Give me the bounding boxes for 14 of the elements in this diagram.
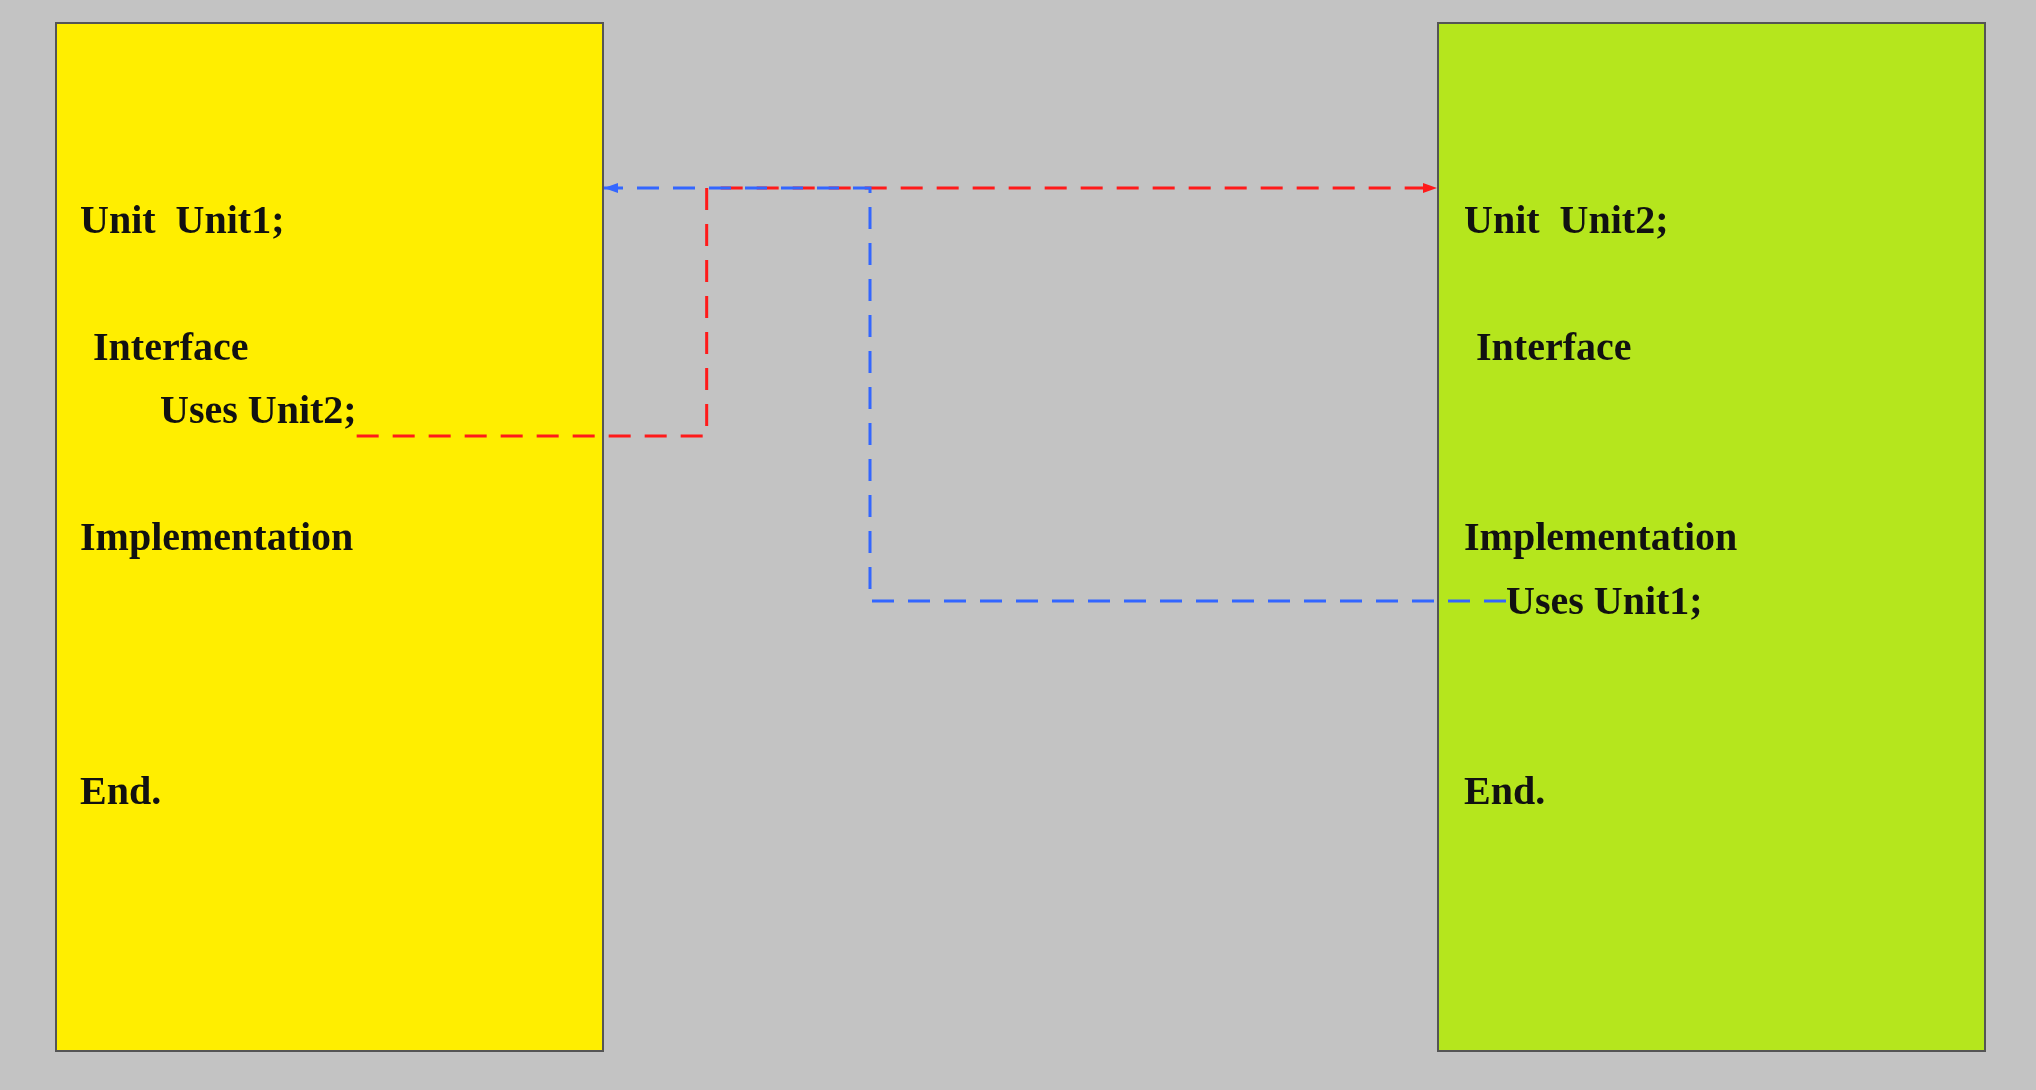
- code-line: Interface: [1476, 325, 1632, 369]
- code-line: Implementation: [80, 515, 354, 559]
- code-line: Uses Unit1;: [1506, 579, 1703, 623]
- code-line: Interface: [93, 325, 249, 369]
- code-line: Unit Unit1;: [80, 198, 285, 242]
- arrow: [356, 183, 1437, 438]
- code-line: Implementation: [1464, 515, 1738, 559]
- unit-box: [1437, 22, 1986, 1052]
- arrow: [604, 183, 1506, 603]
- code-line: Unit Unit2;: [1464, 198, 1669, 242]
- unit-box: [55, 22, 604, 1052]
- code-line: End.: [1464, 769, 1546, 813]
- code-line: End.: [80, 769, 162, 813]
- code-line: Uses Unit2;: [160, 388, 357, 432]
